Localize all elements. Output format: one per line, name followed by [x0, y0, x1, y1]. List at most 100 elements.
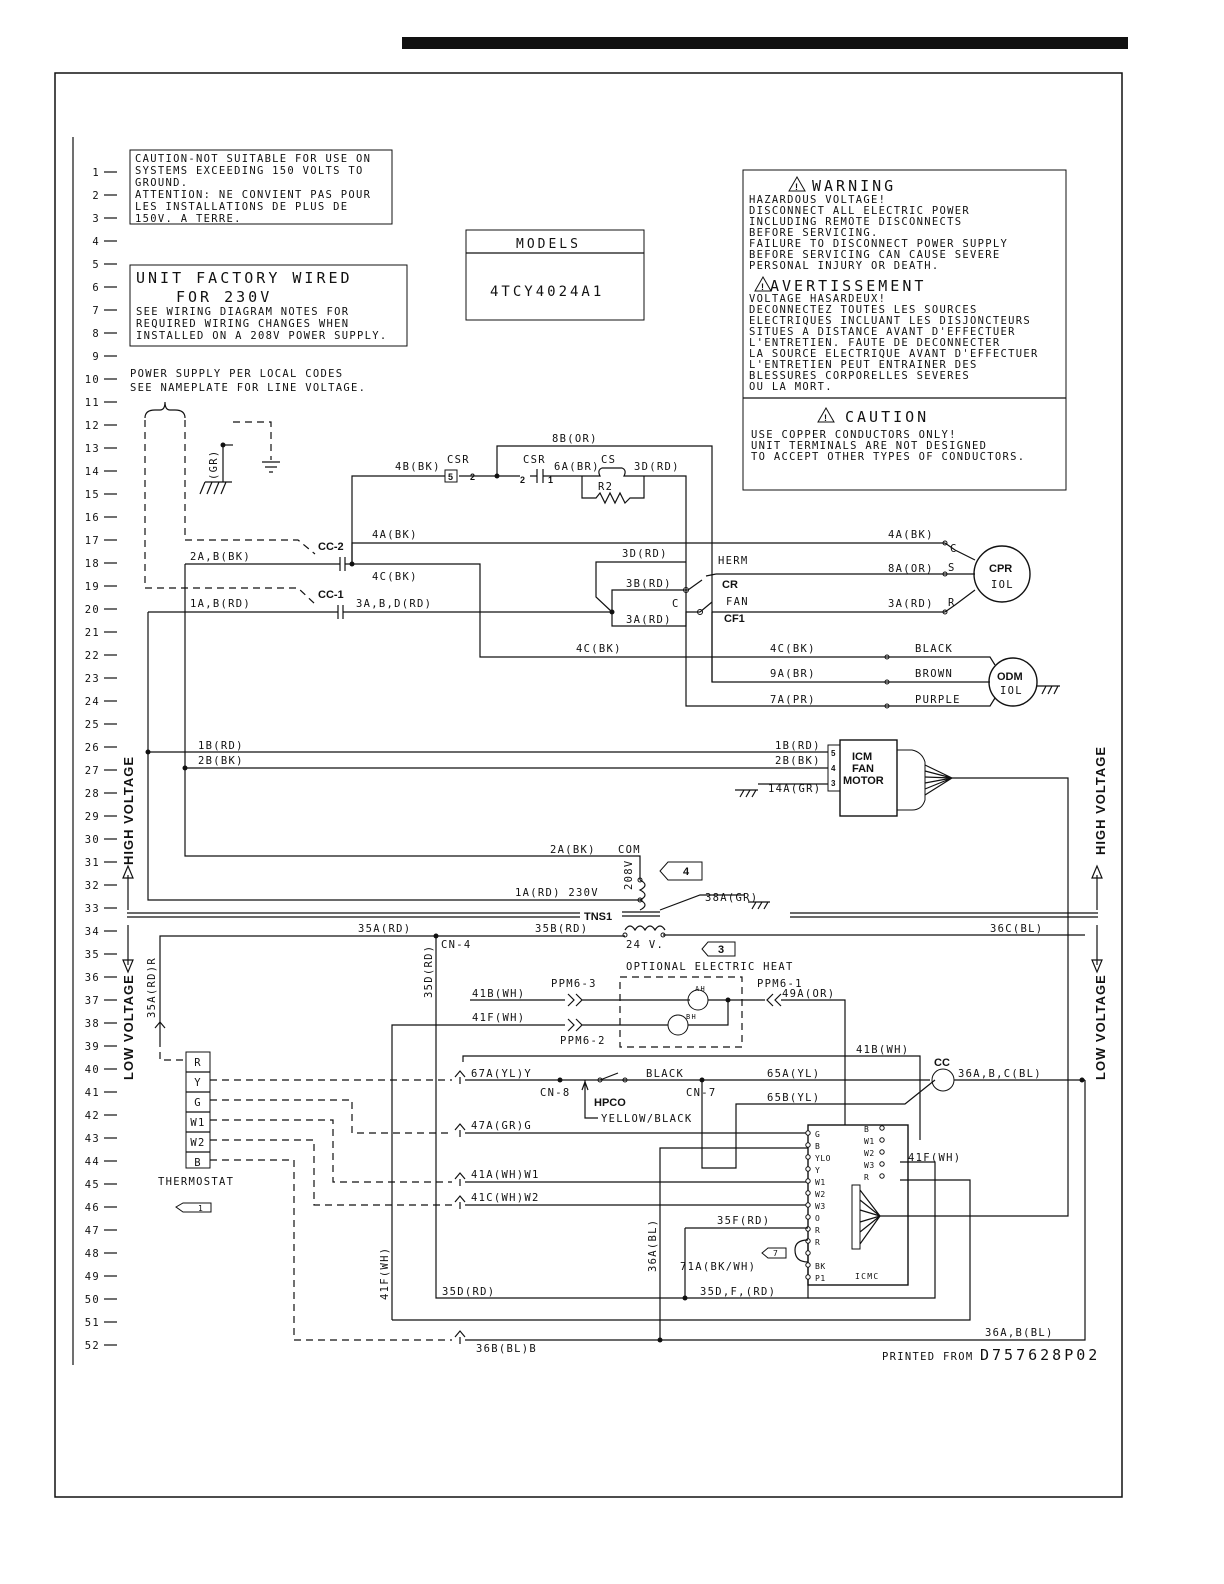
wire-4b: 4B(BK)	[395, 461, 441, 473]
thermostat	[185, 1051, 211, 1169]
row-number: 14	[85, 466, 100, 478]
icmc-terminal-label: P1	[815, 1274, 826, 1283]
row-number: 39	[85, 1041, 100, 1053]
wire-8a: 8A(OR)	[888, 563, 934, 575]
cpr-label: CPR	[989, 563, 1012, 575]
row-number: 9	[92, 351, 100, 363]
icmc-terminal	[879, 1125, 885, 1131]
row-number: 15	[85, 489, 100, 501]
wire-9a: 9A(BR)	[770, 668, 816, 680]
row-number: 11	[85, 397, 100, 409]
factory-note-box	[129, 264, 408, 347]
warning-line: FAILURE TO DISCONNECT POWER SUPPLY	[749, 238, 1008, 250]
model-number: 4TCY4024A1	[490, 284, 604, 300]
outdoor-fan-motor	[988, 657, 1038, 707]
wire-36c: 36C(BL)	[990, 923, 1043, 935]
wire-3abd: 3A,B,D(RD)	[356, 598, 432, 610]
icmc-terminal-label: Y	[815, 1166, 820, 1175]
row-number: 35	[85, 949, 100, 961]
warning-title: WARNING	[812, 177, 896, 195]
herm-label: HERM	[718, 555, 749, 567]
page-frame	[54, 72, 1123, 1498]
svg-text:5: 5	[831, 749, 836, 758]
wire-3b: 3B(RD)	[626, 578, 672, 590]
row-number: 40	[85, 1064, 100, 1076]
icmc-terminal	[805, 1250, 811, 1256]
caution-line: SYSTEMS EXCEEDING 150 VOLTS TO	[135, 165, 364, 177]
caution-box-line: TO ACCEPT OTHER TYPES OF CONDUCTORS.	[751, 451, 1025, 463]
wire-brown: BROWN	[915, 668, 953, 680]
tag-3-text: 3	[718, 944, 724, 956]
csr-capacitor	[444, 469, 458, 483]
wire-41c: 41C(WH)W2	[471, 1192, 540, 1204]
warning-line: BEFORE SERVICING CAN CAUSE SEVERE	[749, 249, 1001, 261]
row-number: 30	[85, 834, 100, 846]
csr-contact	[530, 469, 550, 483]
high-voltage-right: HIGH VOLTAGE	[1093, 746, 1108, 855]
row-number: 2	[92, 190, 100, 202]
wire-4c: 4C(BK)	[372, 571, 418, 583]
row-number: 44	[85, 1156, 100, 1168]
hpco-label: HPCO	[594, 1097, 626, 1109]
icmc-terminal	[805, 1214, 811, 1220]
icmc-terminal-label: YLO	[815, 1154, 831, 1163]
low-voltage-left: LOW VOLTAGE	[121, 974, 136, 1080]
transformer-primary	[638, 879, 646, 911]
warning-line: HAZARDOUS VOLTAGE!	[749, 194, 886, 206]
factory-line: REQUIRED WIRING CHANGES WHEN	[136, 318, 349, 330]
icmc-terminal-label: W1	[864, 1137, 875, 1146]
icmc-terminal	[805, 1130, 811, 1136]
low-voltage-right: LOW VOLTAGE	[1093, 974, 1108, 1080]
wire-36ab: 36A,B(BL)	[985, 1327, 1054, 1339]
icmc-terminal-label: O	[815, 1214, 820, 1223]
wire-36b: 36B(BL)B	[476, 1343, 537, 1355]
row-number: 27	[85, 765, 100, 777]
row-number: 17	[85, 535, 100, 547]
chassis-ground-icon	[199, 481, 232, 495]
csr-label: CSR	[447, 454, 470, 466]
row-number: 3	[92, 213, 100, 225]
icmc-terminal	[805, 1154, 811, 1160]
row-number: 38	[85, 1018, 100, 1030]
avert-line: L'ENTRETIEN. FAUTE DE DECONNECTER	[749, 337, 1001, 349]
row-number: 43	[85, 1133, 100, 1145]
icmc-terminal-label: R	[815, 1238, 820, 1247]
warning-line: INCLUDING REMOTE DISCONNECTS	[749, 216, 962, 228]
wire-2b: 2B(BK)	[198, 755, 244, 767]
wire-2a: 2A(BK)	[550, 844, 596, 856]
thermostat-terminal: W1	[190, 1117, 205, 1129]
wire-35f: 35F(RD)	[717, 1215, 770, 1227]
icmc-terminal-label: B	[864, 1125, 869, 1134]
ah-element	[687, 989, 709, 1011]
icmc-terminal-label: BK	[815, 1262, 826, 1271]
avert-line: VOLTAGE HASARDEUX!	[749, 293, 886, 305]
wire-6a: 6A(BR)	[554, 461, 600, 473]
caution-note-box	[129, 149, 393, 225]
row-number: 48	[85, 1248, 100, 1260]
caution-line: CAUTION-NOT SUITABLE FOR USE ON	[135, 153, 371, 165]
wire-41f: 41F(WH)	[472, 1012, 525, 1024]
wire-35a: 35A(RD)	[358, 923, 411, 935]
tag-4-text: 4	[683, 866, 690, 878]
icmc-terminal	[879, 1149, 885, 1155]
wire-65a: 65A(YL)	[767, 1068, 820, 1080]
wire-41f-3: 41F(WH)	[379, 1247, 391, 1300]
tns1-label: TNS1	[584, 911, 612, 923]
icmc-terminal	[805, 1202, 811, 1208]
wire-71a: 71A(BK/WH)	[680, 1261, 756, 1273]
icmc-terminal	[805, 1190, 811, 1196]
row-number: 12	[85, 420, 100, 432]
caution-line: 150V. A TERRE.	[135, 213, 242, 225]
cc2-contact	[185, 557, 352, 571]
row-number: 16	[85, 512, 100, 524]
factory-line: INSTALLED ON A 208V POWER SUPPLY.	[136, 330, 388, 342]
wire-47a: 47A(GR)G	[471, 1120, 532, 1132]
wire-4a-2: 4A(BK)	[888, 529, 934, 541]
icmc-terminal-label: W1	[815, 1178, 826, 1187]
cr-contact	[687, 573, 717, 591]
avert-line: SITUES A DISTANCE AVANT D'EFFECTUER	[749, 326, 1016, 338]
row-number: 1	[92, 167, 100, 179]
wire-black: BLACK	[915, 643, 953, 655]
wire-1b-2: 1B(RD)	[775, 740, 821, 752]
